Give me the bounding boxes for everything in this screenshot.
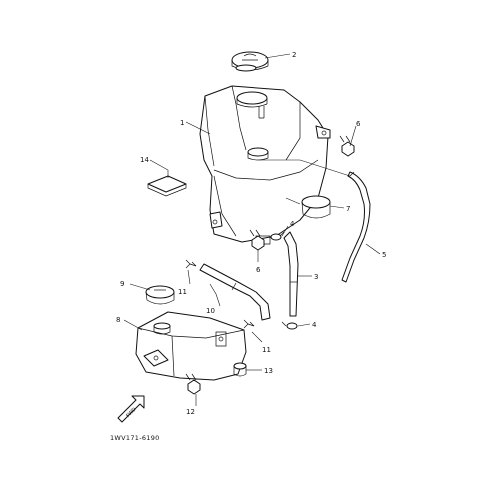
grommet	[233, 362, 247, 377]
callout-11-upper: 11	[178, 288, 187, 296]
reservoir-tank	[199, 85, 331, 245]
label-plate	[147, 175, 187, 197]
callout-10: 10	[206, 307, 215, 315]
sub-tank	[135, 311, 247, 381]
rubber-cushion	[301, 195, 331, 219]
drawing-code: 1WV171-6190	[110, 434, 160, 442]
callout-4-lower: 4	[312, 321, 317, 329]
bolt-sub-tank	[185, 373, 201, 395]
bolt-lower	[249, 229, 265, 251]
callout-11-lower: 11	[262, 346, 271, 354]
clip-lower	[243, 319, 255, 329]
callout-6-upper: 6	[356, 120, 361, 128]
callout-5: 5	[382, 251, 386, 259]
tank-cap	[231, 51, 269, 72]
callout-3: 3	[314, 273, 318, 281]
forward-arrow-icon: FWD	[117, 395, 145, 423]
clamp-lower	[281, 321, 298, 330]
callout-8: 8	[116, 316, 120, 324]
clamp-upper	[270, 231, 285, 241]
overflow-hose	[341, 171, 371, 283]
callout-13: 13	[264, 367, 273, 375]
callout-1: 1	[180, 119, 184, 127]
sub-tank-cap	[145, 285, 175, 305]
clip-upper	[185, 259, 197, 269]
callout-6-lower: 6	[256, 266, 261, 274]
callout-14: 14	[140, 156, 149, 164]
callout-12: 12	[186, 408, 195, 416]
callout-7: 7	[346, 205, 350, 213]
callouts: 2 1 6 14 7 4 5 6 3 9 11 10 8 4 11 13 12	[116, 51, 386, 416]
callout-4-upper: 4	[290, 220, 295, 228]
connecting-hose	[199, 263, 271, 321]
callout-9: 9	[120, 280, 124, 288]
bolt-upper	[339, 135, 355, 157]
callout-2: 2	[292, 51, 296, 59]
short-hose	[283, 231, 299, 317]
leader-lines	[123, 53, 381, 406]
